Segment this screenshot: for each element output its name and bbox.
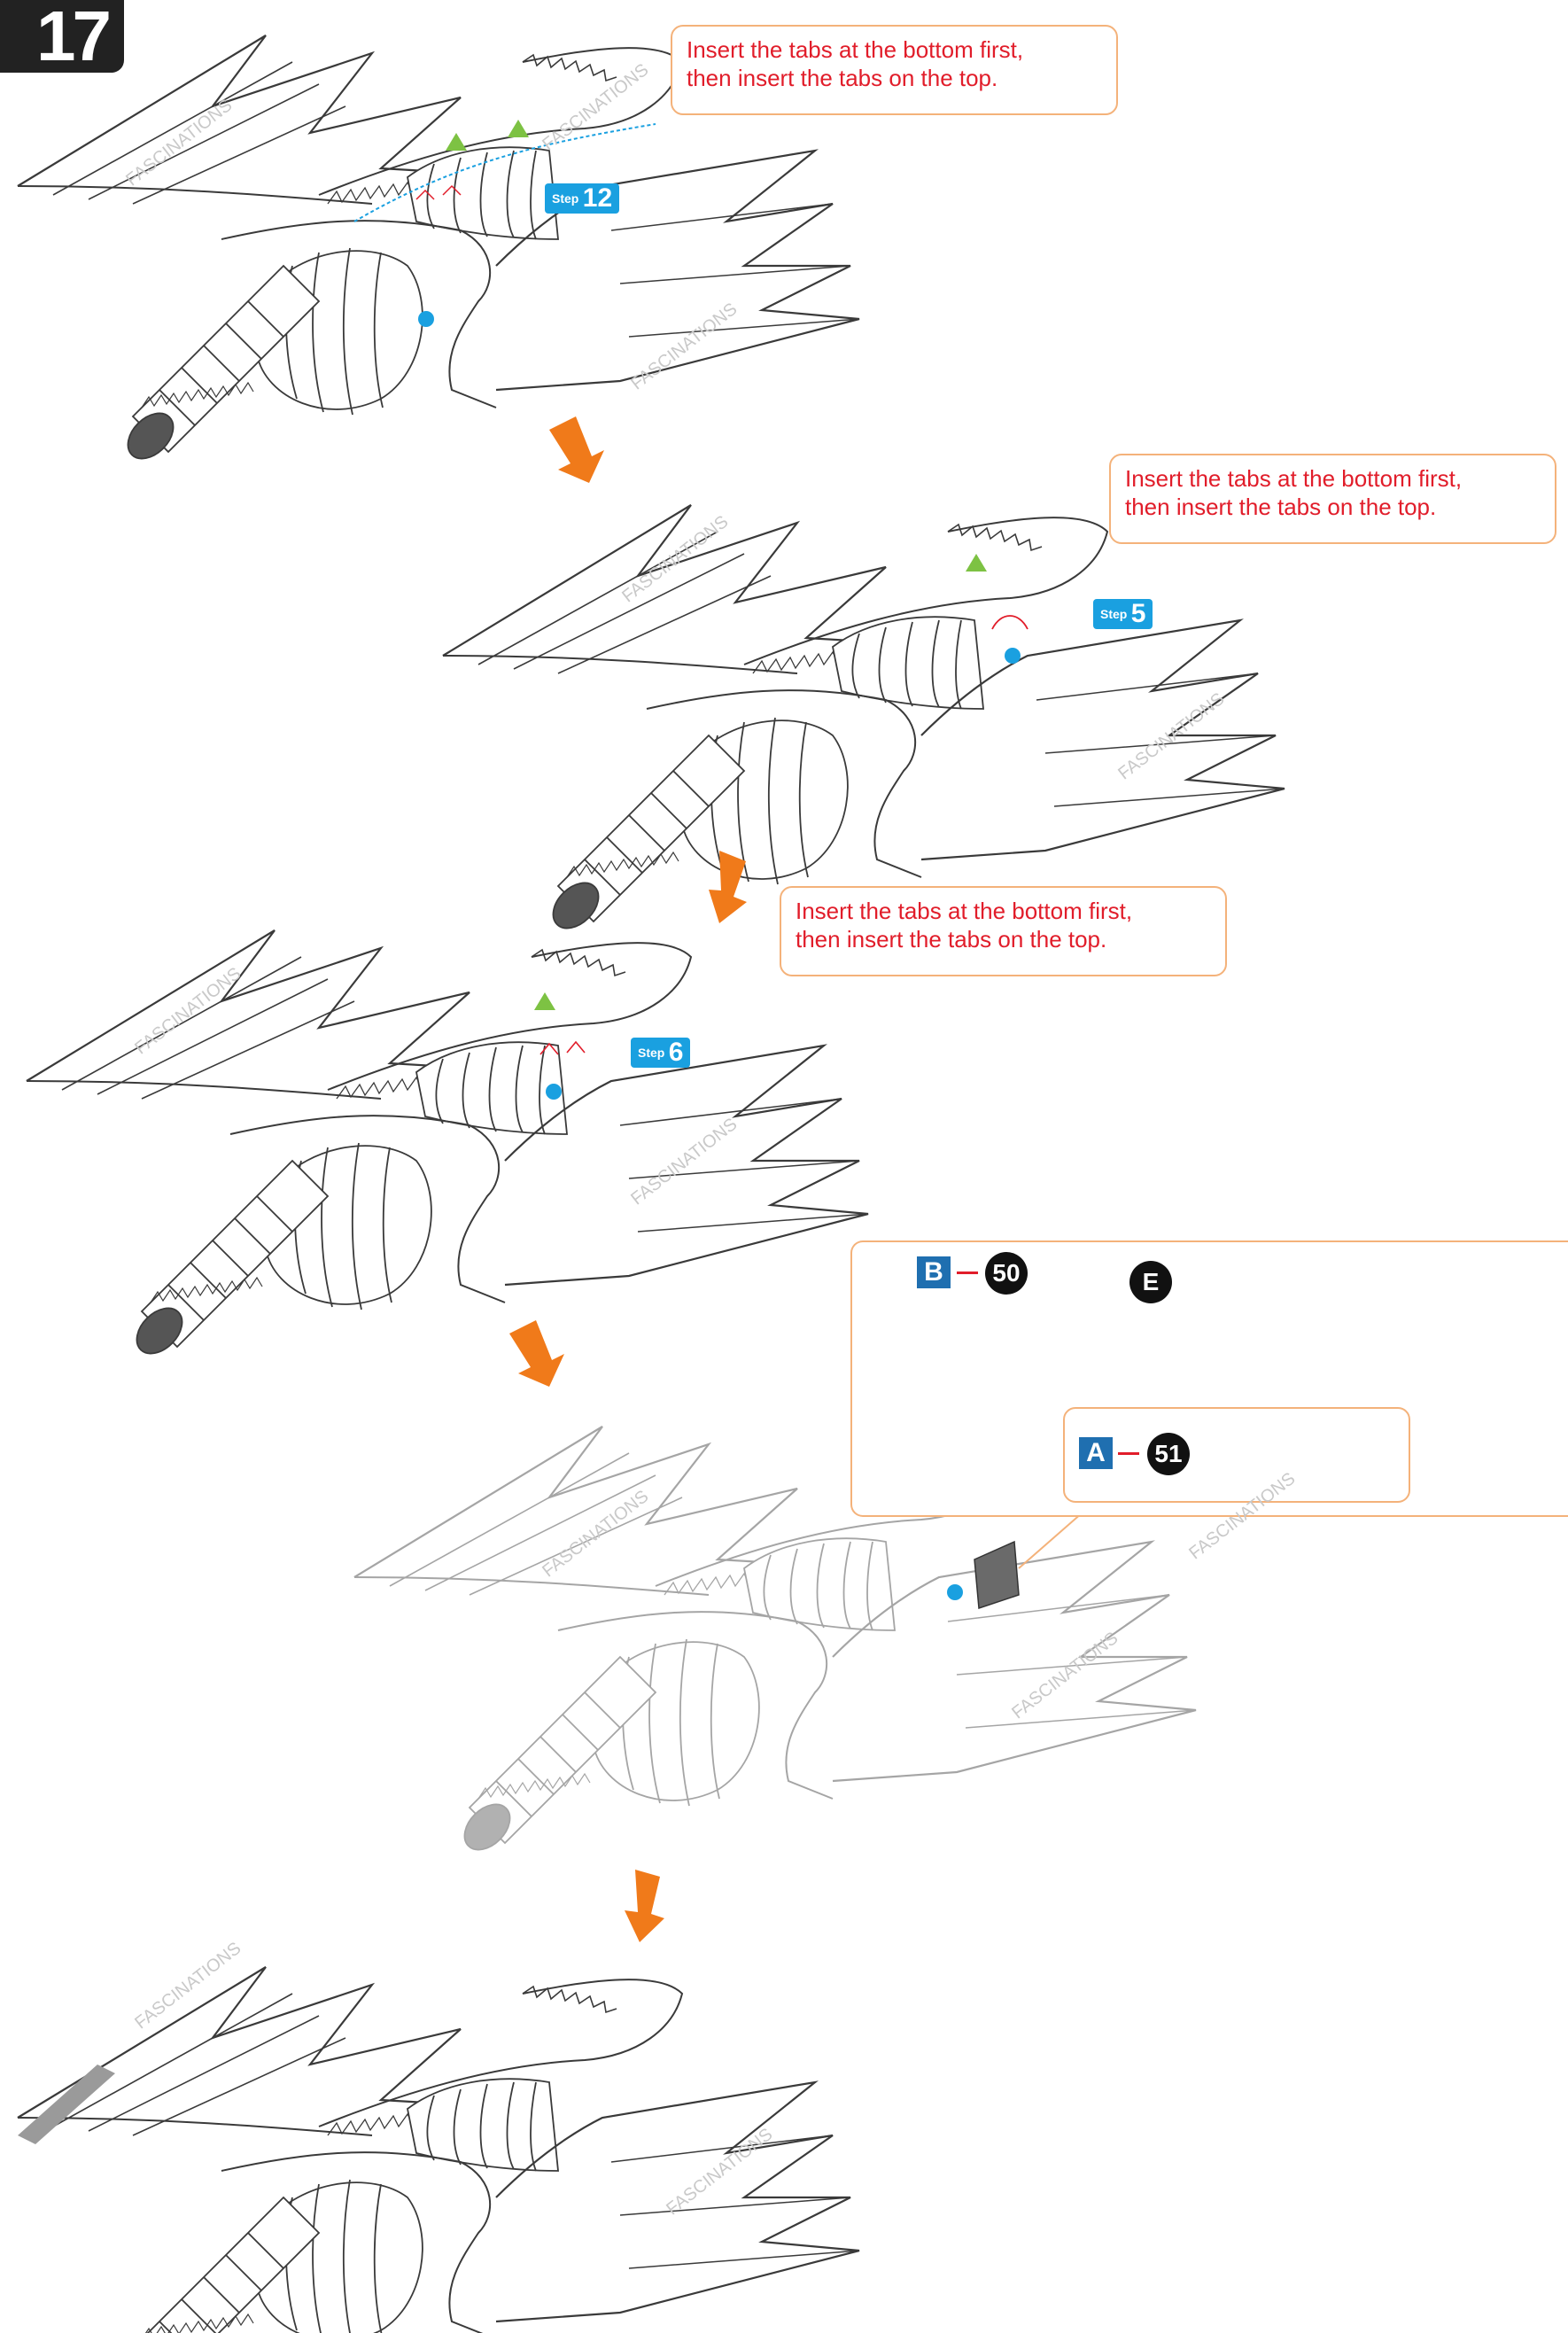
- step-ref-label: Step: [1100, 607, 1128, 621]
- dragon-stage-5: [16, 1965, 861, 2333]
- note-line-1: Insert the tabs at the bottom first,: [1125, 465, 1463, 492]
- step-ref-number: 12: [582, 183, 613, 213]
- stage-4-highlight: [947, 1505, 1091, 1610]
- detail-inset-sub: [1063, 1407, 1410, 1503]
- step-ref-6: Step 6: [631, 1038, 691, 1068]
- instruction-note-1: Insert the tabs at the bottom first, the…: [671, 25, 1118, 115]
- note-line-1: Insert the tabs at the bottom first,: [687, 36, 1024, 63]
- detail-inset: [850, 1240, 1568, 1517]
- instruction-note-3: Insert the tabs at the bottom first, the…: [780, 886, 1227, 976]
- step-ref-12: Step 12: [545, 183, 620, 214]
- dragon-stage-1: [16, 34, 861, 469]
- dragon-stage-3: [25, 929, 870, 1364]
- step-ref-number: 5: [1130, 599, 1146, 628]
- connector-dash: [1118, 1452, 1139, 1455]
- note-line-2: then insert the tabs on the top.: [796, 926, 1107, 953]
- sheet-a-label: A: [1079, 1437, 1113, 1469]
- process-arrows: [509, 416, 747, 1942]
- step-number-badge: 17: [0, 0, 124, 73]
- connector-dash: [957, 1271, 978, 1274]
- step-number: 17: [36, 0, 112, 75]
- part-50-label: 50: [985, 1252, 1028, 1295]
- step-ref-5: Step 5: [1093, 599, 1153, 629]
- note-line-2: then insert the tabs on the top.: [687, 65, 998, 91]
- note-line-1: Insert the tabs at the bottom first,: [796, 898, 1133, 924]
- step-ref-label: Step: [638, 1046, 665, 1060]
- step-ref-label: Step: [552, 191, 579, 206]
- part-e-label: E: [1129, 1261, 1172, 1303]
- dragon-stage-2: [441, 503, 1286, 938]
- step-ref-number: 6: [668, 1038, 684, 1067]
- part-51-label: 51: [1147, 1433, 1190, 1475]
- sheet-b-label: B: [917, 1256, 951, 1288]
- instruction-note-2: Insert the tabs at the bottom first, the…: [1109, 454, 1556, 544]
- note-line-2: then insert the tabs on the top.: [1125, 494, 1437, 520]
